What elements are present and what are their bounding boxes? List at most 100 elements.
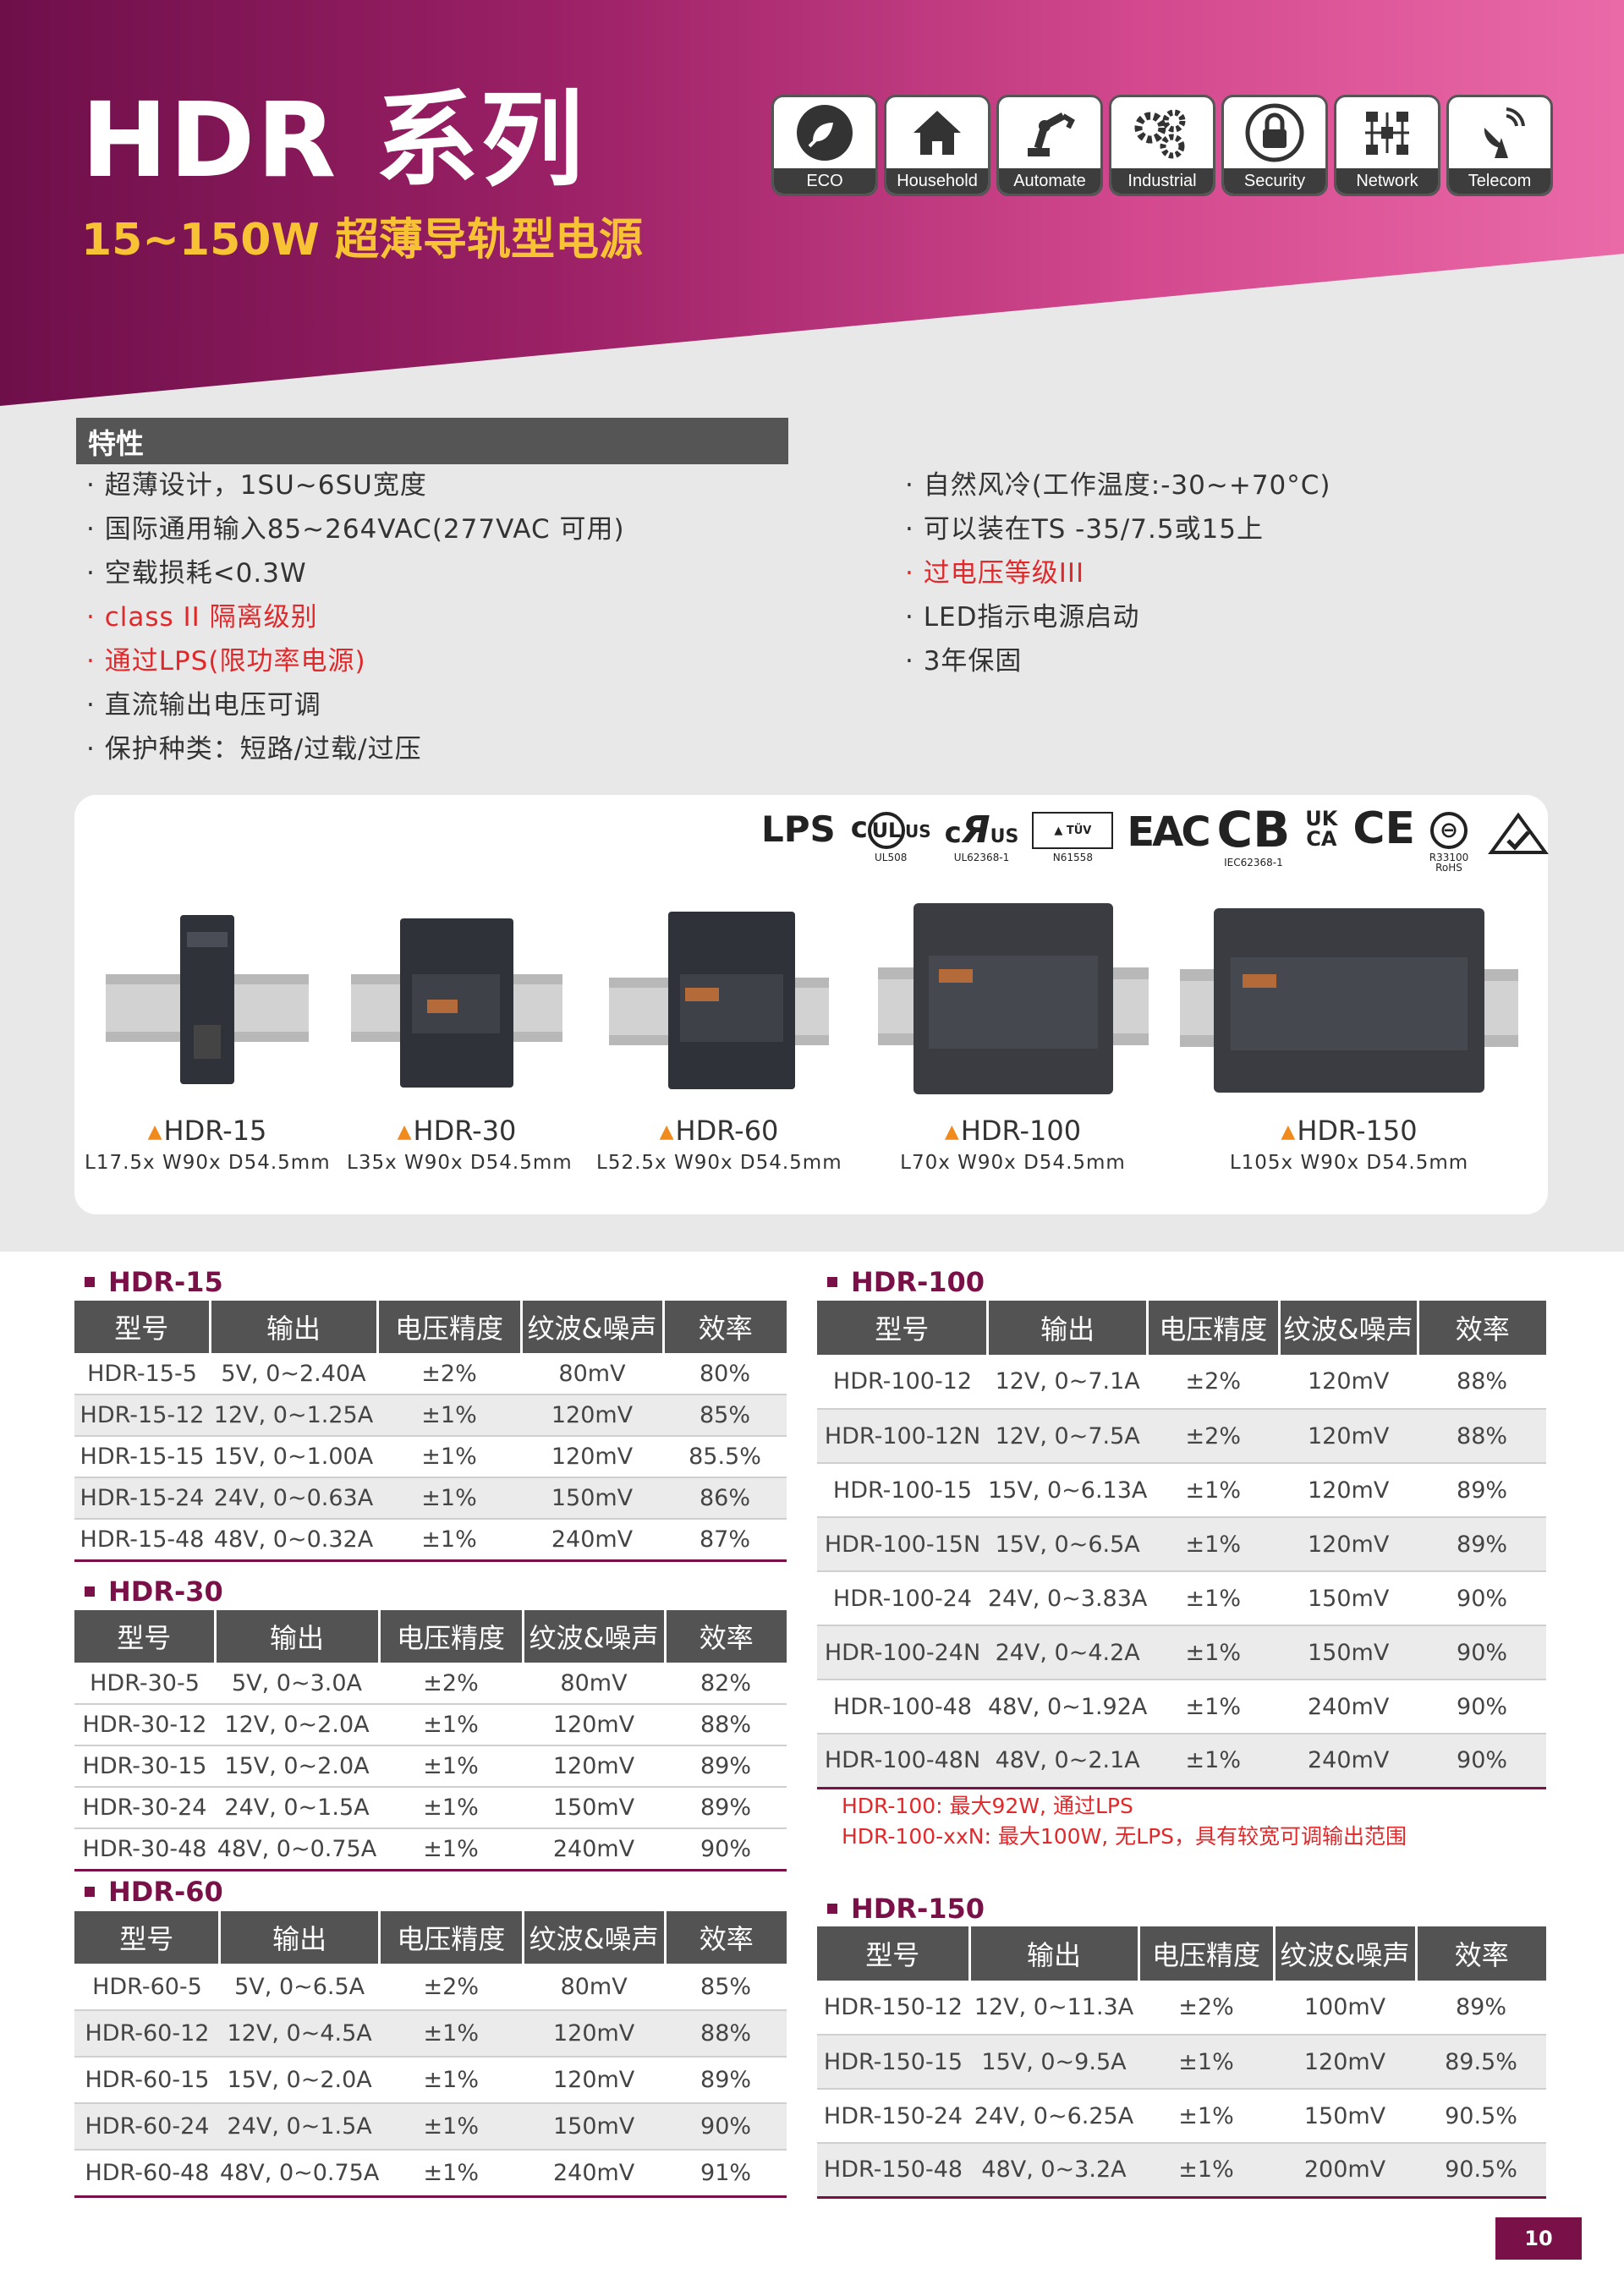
cell-ripple-noise: 150mV: [523, 2103, 666, 2151]
cell-efficiency: 89%: [1418, 1517, 1546, 1572]
cell-model: HDR-30-5: [74, 1663, 215, 1705]
cell-efficiency: 85.5%: [663, 1436, 787, 1478]
column-header-output: 输出: [969, 1926, 1140, 1981]
cell-efficiency: 90%: [665, 2103, 787, 2151]
cell-voltage-accuracy: ±2%: [1147, 1409, 1280, 1464]
product-hdr-15: HDR-15 L17.5x W90x D54.5mm: [85, 907, 330, 1174]
cell-ripple-noise: 150mV: [523, 1787, 665, 1829]
cell-output: 48V, 0~0.75A: [219, 2150, 380, 2198]
cell-ripple-noise: 120mV: [521, 1436, 663, 1478]
cell-efficiency: 88%: [1418, 1409, 1546, 1464]
bsmi-mark: ⊖R33100 RoHS: [1424, 812, 1474, 873]
cell-efficiency: 89%: [1418, 1463, 1546, 1518]
cell-efficiency: 88%: [665, 2010, 787, 2058]
cell-ripple-noise: 120mV: [521, 1395, 663, 1437]
cell-efficiency: 90%: [1418, 1734, 1546, 1789]
column-header-ripple-noise: 纹波&噪声: [1274, 1926, 1418, 1981]
cell-voltage-accuracy: ±1%: [1147, 1571, 1280, 1626]
cell-ripple-noise: 240mV: [1279, 1680, 1418, 1734]
cell-voltage-accuracy: ±2%: [379, 1663, 523, 1705]
feature-item: · 3年保固: [905, 646, 1023, 677]
cell-ripple-noise: 150mV: [1279, 1571, 1418, 1626]
cell-model: HDR-60-24: [74, 2103, 220, 2151]
gears-icon: Industrial: [1109, 95, 1215, 196]
robot-arm-icon: Automate: [996, 95, 1103, 196]
icon-label: ECO: [774, 168, 875, 194]
antenna-icon: Telecom: [1446, 95, 1553, 196]
cell-efficiency: 90.5%: [1416, 2143, 1546, 2199]
cell-voltage-accuracy: ±1%: [1147, 1680, 1280, 1734]
cell-ripple-noise: 120mV: [1279, 1409, 1418, 1464]
cell-ripple-noise: 80mV: [523, 1964, 666, 2011]
feature-item: · 保护种类：短路/过载/过压: [86, 734, 422, 764]
column-header-output: 输出: [219, 1911, 381, 1964]
product-name: HDR-15: [85, 1115, 330, 1147]
cell-output: 48V, 0~1.92A: [987, 1680, 1148, 1734]
column-header-efficiency: 效率: [665, 1610, 787, 1663]
table-header-row: 型号输出电压精度纹波&噪声效率: [74, 1301, 787, 1353]
features-heading: 特性: [76, 418, 788, 464]
feature-item: · 过电压等级III: [905, 558, 1085, 589]
cell-ripple-noise: 120mV: [1279, 1517, 1418, 1572]
column-header-output: 输出: [987, 1301, 1149, 1355]
ukca-mark: UKCA: [1305, 807, 1338, 851]
column-header-output: 输出: [210, 1301, 379, 1353]
cell-efficiency: 85%: [663, 1395, 787, 1437]
cell-model: HDR-100-12N: [817, 1409, 988, 1464]
rcm-mark: [1488, 812, 1549, 862]
cell-ripple-noise: 120mV: [523, 1745, 665, 1788]
cell-efficiency: 91%: [665, 2150, 787, 2198]
cell-voltage-accuracy: ±1%: [1147, 1517, 1280, 1572]
icon-label: Household: [886, 168, 988, 194]
cell-model: HDR-30-15: [74, 1745, 215, 1788]
cell-model: HDR-150-48: [817, 2143, 969, 2199]
hdr-30-image: [351, 918, 562, 1088]
cell-ripple-noise: 240mV: [523, 2150, 666, 2198]
cell-voltage-accuracy: ±1%: [377, 1436, 521, 1478]
cell-output: 5V, 0~6.5A: [219, 1964, 380, 2011]
icon-label: Automate: [999, 168, 1100, 194]
cell-efficiency: 88%: [665, 1704, 787, 1746]
cell-ripple-noise: 150mV: [1274, 2089, 1416, 2144]
features-list-left: · 超薄设计，1SU~6SU宽度· 国际通用输入85~264VAC(277VAC…: [86, 463, 625, 771]
cell-output: 12V, 0~7.5A: [987, 1409, 1148, 1464]
cell-voltage-accuracy: ±1%: [379, 2150, 524, 2198]
cell-model: HDR-100-15: [817, 1463, 988, 1518]
cell-model: HDR-60-12: [74, 2010, 220, 2058]
cell-voltage-accuracy: ±1%: [1138, 2035, 1274, 2090]
cell-efficiency: 90%: [665, 1828, 787, 1871]
cell-efficiency: 88%: [1418, 1355, 1546, 1410]
cell-voltage-accuracy: ±1%: [379, 1787, 523, 1829]
column-header-efficiency: 效率: [665, 1911, 787, 1964]
column-header-model: 型号: [74, 1911, 222, 1964]
cell-efficiency: 89%: [1416, 1981, 1546, 2036]
cell-ripple-noise: 120mV: [1274, 2035, 1416, 2090]
column-header-output: 输出: [215, 1610, 381, 1663]
cell-ripple-noise: 240mV: [521, 1519, 663, 1562]
cell-model: HDR-150-15: [817, 2035, 969, 2090]
cell-output: 12V, 0~2.0A: [215, 1704, 379, 1746]
column-header-model: 型号: [74, 1301, 211, 1353]
cell-model: HDR-100-48: [817, 1680, 988, 1734]
section-title-hdr-30: HDR-30: [85, 1575, 223, 1608]
cell-efficiency: 82%: [665, 1663, 787, 1705]
feature-item: · 自然风冷(工作温度:-30~+70°C): [905, 470, 1331, 501]
table-header-row: 型号输出电压精度纹波&噪声效率: [74, 1610, 787, 1663]
features-list-right: · 自然风冷(工作温度:-30~+70°C)· 可以装在TS -35/7.5或1…: [905, 463, 1331, 683]
cell-ripple-noise: 120mV: [1279, 1355, 1418, 1410]
feature-item: · LED指示电源启动: [905, 602, 1140, 633]
column-header-voltage-accuracy: 电压精度: [1147, 1301, 1281, 1355]
hdr-100-notes: HDR-100: 最大92W, 通过LPS HDR-100-xxN: 最大100…: [842, 1791, 1407, 1852]
